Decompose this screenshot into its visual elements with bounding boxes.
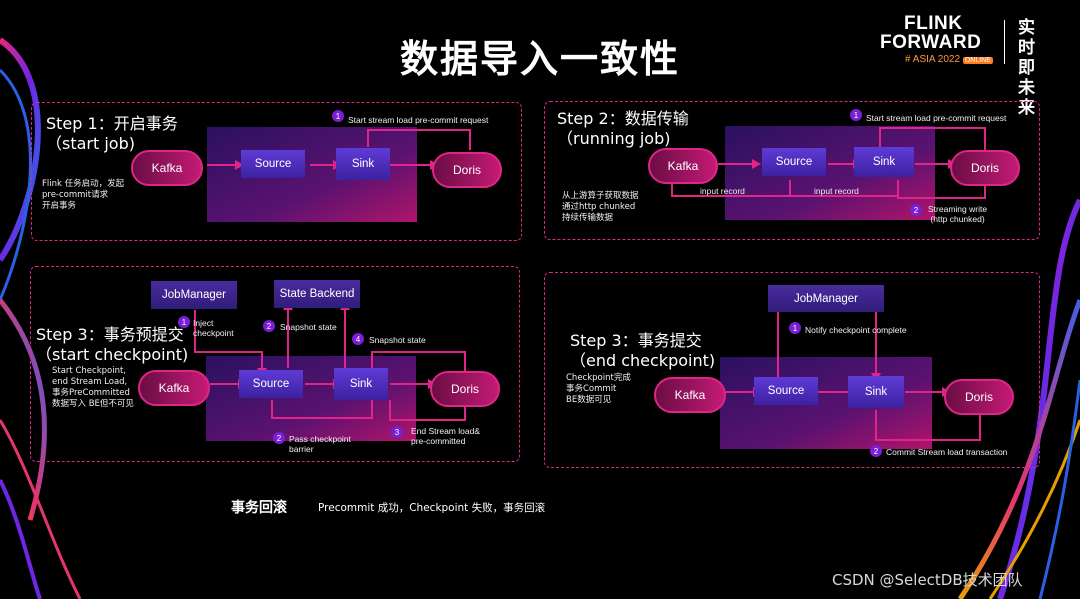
step1-title: Step 1：开启事务 （start job) (46, 114, 178, 153)
step1-kafka-node: Kafka (131, 150, 203, 186)
rollback-text: Precommit 成功，Checkpoint 失败，事务回滚 (318, 502, 546, 514)
step2-source-box: Source (762, 148, 826, 176)
flink-forward-logo: FLINK FORWARD (880, 14, 981, 52)
step2-badge-2: 2 (910, 204, 922, 216)
logo-line2: FORWARD (880, 32, 982, 53)
step1-source-box: Source (241, 150, 305, 178)
step2-label-input-1: input record (700, 186, 745, 196)
right-ribbons (957, 198, 1080, 599)
step2-label-1: Start stream load pre-commit request (866, 113, 1007, 123)
step3a-badge-2b: 2 (273, 432, 285, 444)
logo-asia: # ASIA 2022 ONLINE (905, 54, 993, 65)
step2-sink-box: Sink (854, 147, 914, 177)
step3b-label-1: Notify checkpoint complete (805, 325, 907, 335)
watermark: CSDN @SelectDB技术团队 (832, 571, 1023, 589)
step1-panel (31, 102, 522, 241)
step3a-badge-2a: 2 (263, 320, 275, 332)
step3a-doris-node: Doris (430, 371, 500, 407)
step3a-source-box: Source (239, 370, 303, 398)
step2-kafka-node: Kafka (648, 148, 718, 184)
logo-line1: FLINK (904, 13, 963, 34)
step1-doris-node: Doris (432, 152, 502, 188)
connector-lines (194, 127, 986, 441)
step3a-jobmanager-box: JobManager (151, 281, 237, 309)
step3a-badge-3: 3 (391, 426, 403, 438)
step3a-sink-box: Sink (334, 368, 388, 400)
step3b-badge-2: 2 (870, 445, 882, 457)
logo-divider (1004, 20, 1005, 64)
step2-badge-1: 1 (850, 109, 862, 121)
step3b-badge-1: 1 (789, 322, 801, 334)
logo-asia-text: # ASIA 2022 (905, 54, 961, 65)
step2-note: 从上游算子获取数据 通过http chunked 持续传输数据 (562, 191, 639, 223)
step3a-title: Step 3：事务预提交 （start checkpoint) (36, 325, 189, 364)
step3b-doris-node: Doris (944, 379, 1014, 415)
step3b-jobmanager-box: JobManager (768, 285, 884, 312)
step3a-kafka-node: Kafka (138, 370, 210, 406)
step3a-badge-1: 1 (178, 316, 190, 328)
step1-label-1: Start stream load pre-commit request (348, 115, 489, 125)
logo-online-badge: ONLINE (962, 57, 993, 64)
step3a-label-2b: Pass checkpoint barrier (289, 434, 351, 454)
step3b-title: Step 3：事务提交 （end checkpoint) (570, 331, 716, 370)
left-ribbons (0, 37, 82, 599)
step1-note: Flink 任务启动，发起 pre-commit请求 开启事务 (42, 179, 125, 211)
step3a-label-4: Snapshot state (369, 335, 426, 345)
step3b-kafka-node: Kafka (654, 377, 726, 413)
step2-title: Step 2：数据传输 （running job) (557, 109, 689, 148)
step3b-note: Checkpoint完成 事务Commit BE数据可见 (566, 373, 631, 405)
step3a-badge-4: 4 (352, 333, 364, 345)
step3a-note: Start Checkpoint, end Stream Load, 事务Pre… (52, 366, 134, 409)
step2-label-2: Streaming write (http chunked) (928, 204, 988, 224)
step1-badge-1: 1 (332, 110, 344, 122)
step3b-sink-box: Sink (848, 376, 904, 408)
step3a-label-1: Inject checkpoint (193, 318, 234, 338)
step2-doris-node: Doris (950, 150, 1020, 186)
step3a-statebackend-box: State Backend (274, 280, 360, 308)
page-title: 数据导入一致性 (399, 37, 680, 81)
step2-panel (544, 101, 1040, 240)
step3b-label-2: Commit Stream load transaction (886, 447, 1008, 457)
step3a-label-2a: Snapshot state (280, 322, 337, 332)
step3a-panel (30, 266, 520, 462)
step1-sink-box: Sink (336, 148, 390, 180)
logo-slogan: 实时即未来 (1018, 18, 1035, 118)
step3b-source-box: Source (754, 377, 818, 405)
step3a-label-3: End Stream load& pre-committed (411, 426, 480, 446)
step2-label-input-2: input record (814, 186, 859, 196)
step3b-panel (544, 272, 1040, 468)
rollback-heading: 事务回滚 (231, 500, 287, 516)
